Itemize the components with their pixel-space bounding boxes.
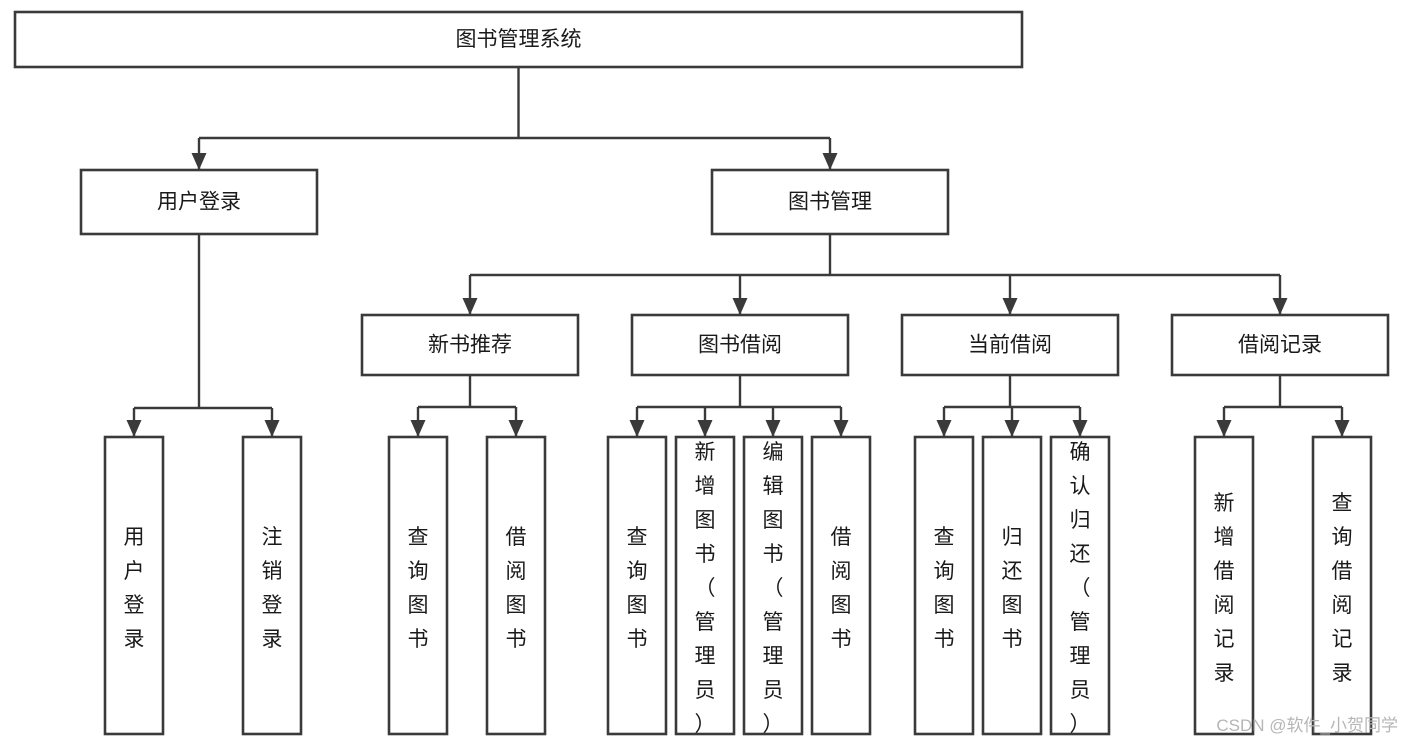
arrow-head-icon bbox=[1334, 420, 1350, 437]
csdn-watermark: CSDN @软件_小贺同学 bbox=[1216, 716, 1398, 735]
node-label: 编辑图书（管理员） bbox=[763, 441, 784, 736]
arrow-head-icon bbox=[410, 420, 426, 437]
node-leaf-6[interactable]: 编辑图书（管理员） bbox=[742, 435, 804, 736]
node-level3-0[interactable]: 新书推荐 bbox=[360, 313, 580, 377]
node-box[interactable] bbox=[387, 435, 449, 736]
node-leaf-4[interactable]: 查询图书 bbox=[606, 435, 668, 736]
node-level2-1[interactable]: 图书管理 bbox=[710, 168, 950, 236]
arrow-head-icon bbox=[1216, 420, 1232, 437]
node-label: 查询图书 bbox=[627, 526, 648, 651]
node-level3-2[interactable]: 当前借阅 bbox=[900, 313, 1120, 377]
arrow-head-icon bbox=[697, 420, 713, 437]
node-label: 图书管理 bbox=[788, 191, 872, 214]
node-box[interactable] bbox=[742, 435, 804, 736]
node-box[interactable] bbox=[360, 313, 580, 377]
node-leaf-3[interactable]: 借阅图书 bbox=[485, 435, 547, 736]
node-label: 新书推荐 bbox=[428, 334, 512, 357]
node-label: 归还图书 bbox=[1002, 526, 1023, 651]
arrow-head-icon bbox=[191, 153, 207, 170]
node-label: 当前借阅 bbox=[968, 334, 1052, 357]
nodes-layer: 图书管理系统用户登录图书管理新书推荐图书借阅当前借阅借阅记录用户登录注销登录查询… bbox=[13, 10, 1390, 736]
node-box[interactable] bbox=[1311, 435, 1373, 736]
arrow-head-icon bbox=[1072, 420, 1088, 437]
node-label: 查询借阅记录 bbox=[1332, 492, 1353, 685]
node-box[interactable] bbox=[674, 435, 736, 736]
node-label: 用户登录 bbox=[157, 191, 241, 214]
node-box[interactable] bbox=[1049, 435, 1111, 736]
node-leaf-9[interactable]: 归还图书 bbox=[981, 435, 1043, 736]
node-box[interactable] bbox=[900, 313, 1120, 377]
node-box[interactable] bbox=[981, 435, 1043, 736]
arrow-head-icon bbox=[1004, 420, 1020, 437]
node-box[interactable] bbox=[1193, 435, 1255, 736]
node-label: 查询图书 bbox=[934, 526, 955, 651]
node-box[interactable] bbox=[13, 10, 1024, 69]
node-box[interactable] bbox=[103, 435, 165, 736]
node-label: 注销登录 bbox=[262, 526, 283, 651]
node-leaf-5[interactable]: 新增图书（管理员） bbox=[674, 435, 736, 736]
node-box[interactable] bbox=[630, 313, 850, 377]
node-leaf-2[interactable]: 查询图书 bbox=[387, 435, 449, 736]
node-label: 借阅图书 bbox=[506, 526, 527, 651]
node-level3-1[interactable]: 图书借阅 bbox=[630, 313, 850, 377]
node-label: 确认归还（管理员） bbox=[1070, 441, 1091, 736]
connectors-layer bbox=[126, 67, 1350, 437]
node-box[interactable] bbox=[485, 435, 547, 736]
arrow-head-icon bbox=[1272, 298, 1288, 315]
node-label: 用户登录 bbox=[124, 526, 145, 651]
arrow-head-icon bbox=[936, 420, 952, 437]
node-label: 图书借阅 bbox=[698, 334, 782, 357]
arrow-head-icon bbox=[508, 420, 524, 437]
node-leaf-8[interactable]: 查询图书 bbox=[913, 435, 975, 736]
node-leaf-11[interactable]: 新增借阅记录 bbox=[1193, 435, 1255, 736]
node-leaf-7[interactable]: 借阅图书 bbox=[810, 435, 872, 736]
node-box[interactable] bbox=[710, 168, 950, 236]
node-box[interactable] bbox=[913, 435, 975, 736]
node-leaf-1[interactable]: 注销登录 bbox=[241, 435, 303, 736]
arrow-head-icon bbox=[126, 420, 142, 437]
node-box[interactable] bbox=[1170, 313, 1390, 377]
node-level2-0[interactable]: 用户登录 bbox=[79, 168, 319, 236]
node-root-0[interactable]: 图书管理系统 bbox=[13, 10, 1024, 69]
node-label: 借阅记录 bbox=[1238, 334, 1322, 357]
node-box[interactable] bbox=[810, 435, 872, 736]
arrow-head-icon bbox=[264, 420, 280, 437]
arrow-head-icon bbox=[822, 153, 838, 170]
arrow-head-icon bbox=[462, 298, 478, 315]
node-label: 图书管理系统 bbox=[456, 28, 582, 51]
arrow-head-icon bbox=[765, 420, 781, 437]
node-leaf-10[interactable]: 确认归还（管理员） bbox=[1049, 435, 1111, 736]
arrow-head-icon bbox=[1002, 298, 1018, 315]
node-box[interactable] bbox=[606, 435, 668, 736]
node-label: 查询图书 bbox=[408, 526, 429, 651]
node-label: 新增图书（管理员） bbox=[695, 441, 716, 736]
node-level3-3[interactable]: 借阅记录 bbox=[1170, 313, 1390, 377]
node-box[interactable] bbox=[79, 168, 319, 236]
arrow-head-icon bbox=[629, 420, 645, 437]
node-box[interactable] bbox=[241, 435, 303, 736]
node-label: 借阅图书 bbox=[831, 526, 852, 651]
node-leaf-12[interactable]: 查询借阅记录 bbox=[1311, 435, 1373, 736]
arrow-head-icon bbox=[732, 298, 748, 315]
node-label: 新增借阅记录 bbox=[1214, 492, 1235, 685]
node-leaf-0[interactable]: 用户登录 bbox=[103, 435, 165, 736]
arrow-head-icon bbox=[833, 420, 849, 437]
